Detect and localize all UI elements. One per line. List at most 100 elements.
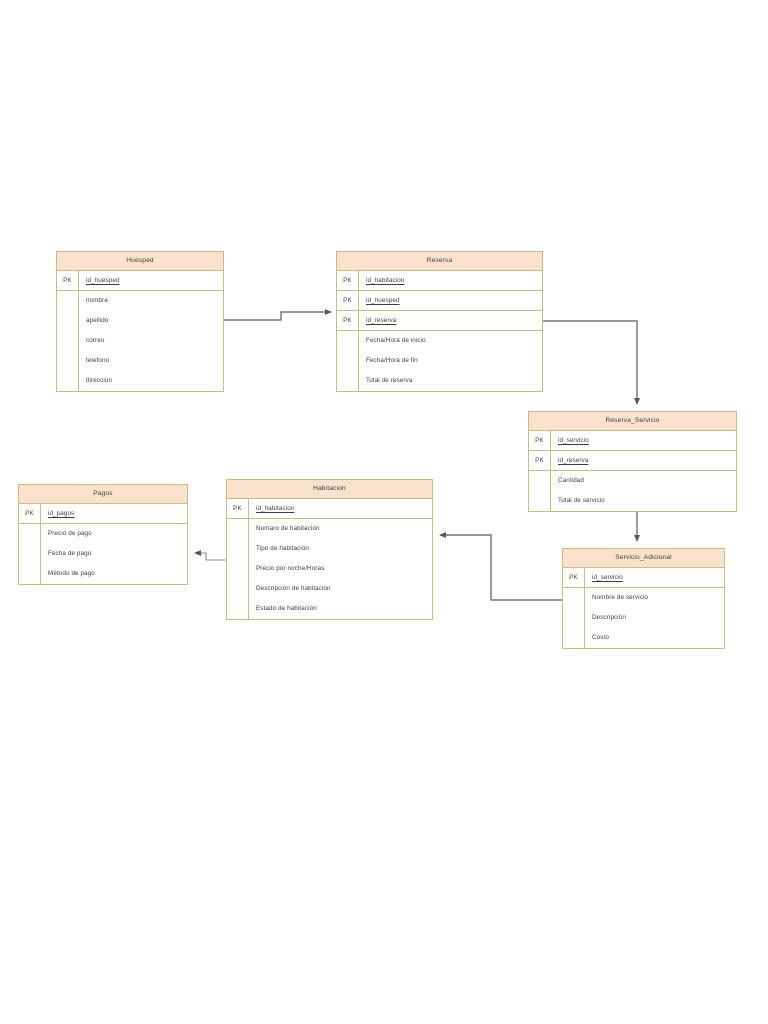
table-row[interactable]: nombre [57,290,223,311]
table-row[interactable]: Fecha/Hora de fin [337,350,542,371]
attribute-name: id_reserva [366,316,397,324]
attribute-name: Fecha de pago [48,550,92,558]
pk-marker: PK [19,503,41,523]
attribute-name: direccion [86,377,113,385]
table-row[interactable]: Total de servicio [529,490,736,511]
connector-huesped-reserva [224,309,332,321]
pk-marker [57,290,79,311]
connector-habitacion-pagos [194,550,226,561]
pk-marker: PK [57,270,79,290]
table-row[interactable]: Cantidad [529,470,736,491]
table-row[interactable]: Precio por noche/Horas [227,558,432,579]
pk-marker [227,598,249,619]
pk-marker [57,330,79,351]
table-row[interactable]: telefono [57,350,223,371]
attribute-list: PK id_huesped nombre apellido correo tel… [57,270,223,391]
table-row[interactable]: Costo [563,627,724,648]
pk-marker [337,330,359,351]
pk-marker [227,558,249,579]
table-row[interactable]: Fecha/Hora de inicio [337,330,542,351]
attribute-name: Fecha/Hora de inicio [366,337,426,345]
attribute-name: Cantidad [558,477,585,485]
entity-pagos[interactable]: Pagos PK id_pagos Precio de pago Fecha d… [18,484,188,585]
attribute-name: id_servicio [558,436,589,444]
pk-marker [563,607,585,628]
attribute-name: Estado de habitación [256,605,317,613]
pk-marker [529,470,551,491]
attribute-name: Precio por noche/Horas [256,565,325,573]
entity-title-servicio-adicional: Servicio_Adicional [563,549,724,568]
table-row[interactable]: correo [57,330,223,351]
table-row[interactable]: Numaro de habitación [227,518,432,539]
pk-marker [227,518,249,539]
attribute-name: id_reserva [558,456,589,464]
entity-servicio-adicional[interactable]: Servicio_Adicional PK id_servicio Nombre… [562,548,725,649]
attribute-name: id_habitacion [366,276,405,284]
attribute-name: nombre [86,297,108,305]
table-row[interactable]: PK id_habitacion [337,270,542,291]
pk-marker [529,490,551,511]
table-row[interactable]: Precio de pago [19,523,187,544]
table-row[interactable]: Nombre de servicio [563,587,724,608]
table-row[interactable]: apellido [57,310,223,331]
pk-marker [563,627,585,648]
table-row[interactable]: PK id_habitacion [227,498,432,519]
attribute-list: PK id_habitacion Numaro de habitación Ti… [227,498,432,619]
pk-marker [227,578,249,599]
pk-marker: PK [529,430,551,450]
pk-marker [19,523,41,544]
pk-marker: PK [337,310,359,330]
entity-reserva[interactable]: Reserva PK id_habitacion PK id_huesped P… [336,251,543,392]
attribute-name: telefono [86,357,110,365]
attribute-name: Fecha/Hora de fin [366,357,418,365]
attribute-name: Total de reserva [366,377,413,385]
attribute-name: Descripción [592,614,626,622]
pk-marker: PK [337,270,359,290]
attribute-list: PK id_habitacion PK id_huesped PK id_res… [337,270,542,391]
attribute-name: Tipo de habitacion [256,545,310,553]
entity-habitacion[interactable]: Habitacion PK id_habitacion Numaro de ha… [226,479,433,620]
table-row[interactable]: PK id_servicio [529,430,736,451]
pk-marker [337,350,359,371]
attribute-name: id_huesped [86,276,120,284]
attribute-list: PK id_pagos Precio de pago Fecha de pago… [19,503,187,584]
table-row[interactable]: Fecha de pago [19,543,187,564]
table-row[interactable]: direccion [57,370,223,391]
pk-marker: PK [227,498,249,518]
table-row[interactable]: PK id_huesped [57,270,223,291]
pk-marker: PK [529,450,551,470]
attribute-name: id_habitacion [256,504,295,512]
table-row[interactable]: PK id_huesped [337,290,542,311]
table-row[interactable]: Estado de habitación [227,598,432,619]
attribute-list: PK id_servicio Nombre de servicio Descri… [563,567,724,648]
attribute-name: id_servicio [592,573,623,581]
pk-marker [227,538,249,559]
table-row[interactable]: PK id_reserva [337,310,542,331]
table-row[interactable]: PK id_servicio [563,567,724,588]
table-row[interactable]: Total de reserva [337,370,542,391]
pk-marker: PK [563,567,585,587]
table-row[interactable]: PK id_pagos [19,503,187,524]
attribute-name: id_pagos [48,509,75,517]
table-row[interactable]: Descripción de habitación [227,578,432,599]
pk-marker [19,543,41,564]
pk-marker [563,587,585,608]
attribute-name: Numaro de habitación [256,525,320,533]
attribute-name: Método de pago [48,570,95,578]
attribute-name: Precio de pago [48,530,92,538]
entity-title-reserva: Reserva [337,252,542,271]
entity-reserva-servicio[interactable]: Reserva_Servicio PK id_servicio PK id_re… [528,411,737,512]
table-row[interactable]: Tipo de habitacion [227,538,432,559]
attribute-name: id_huesped [366,296,400,304]
connector-reserva-reserva-servicio [543,320,640,405]
pk-marker [57,310,79,331]
attribute-name: correo [86,337,105,345]
table-row[interactable]: Método de pago [19,563,187,584]
attribute-name: Total de servicio [558,497,605,505]
entity-huesped[interactable]: Huesped PK id_huesped nombre apellido co… [56,251,224,392]
table-row[interactable]: PK id_reserva [529,450,736,471]
pk-marker [57,350,79,371]
attribute-name: apellido [86,317,109,325]
table-row[interactable]: Descripción [563,607,724,628]
